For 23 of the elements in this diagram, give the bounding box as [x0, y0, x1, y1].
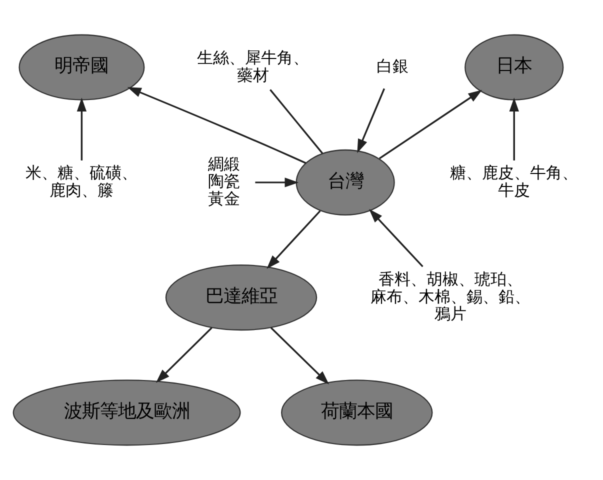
arrow [156, 327, 212, 383]
node-ellipse: 日本 [464, 34, 564, 100]
arrow [76, 98, 87, 160]
arrow [369, 208, 424, 268]
arrow [357, 88, 386, 154]
arrow [266, 210, 321, 269]
connector [270, 89, 324, 154]
arrow [255, 178, 299, 188]
node-text: 白銀 [376, 56, 409, 76]
node-ellipse: 波斯等地及歐洲 [12, 380, 241, 446]
arrow [378, 90, 482, 160]
node-ellipse: 荷蘭本國 [281, 380, 433, 446]
node-text: 糖、鹿皮、牛角、牛皮 [450, 163, 578, 200]
node-ellipse: 巴達維亞 [165, 264, 318, 331]
node-ellipse: 台灣 [296, 149, 395, 216]
arrow [509, 98, 519, 160]
node-ellipse: 明帝國 [18, 34, 145, 100]
node-text: 香料、胡椒、琥珀、麻布、木棉、錫、鉛、鴉片 [370, 269, 531, 324]
node-text: 米、糖、硫磺、鹿肉、籐 [26, 163, 138, 200]
arrow [127, 87, 306, 164]
node-text: 生絲、犀牛角、藥材 [196, 48, 309, 84]
arrow [270, 327, 330, 384]
node-text: 綢緞陶瓷黃金 [208, 154, 240, 208]
